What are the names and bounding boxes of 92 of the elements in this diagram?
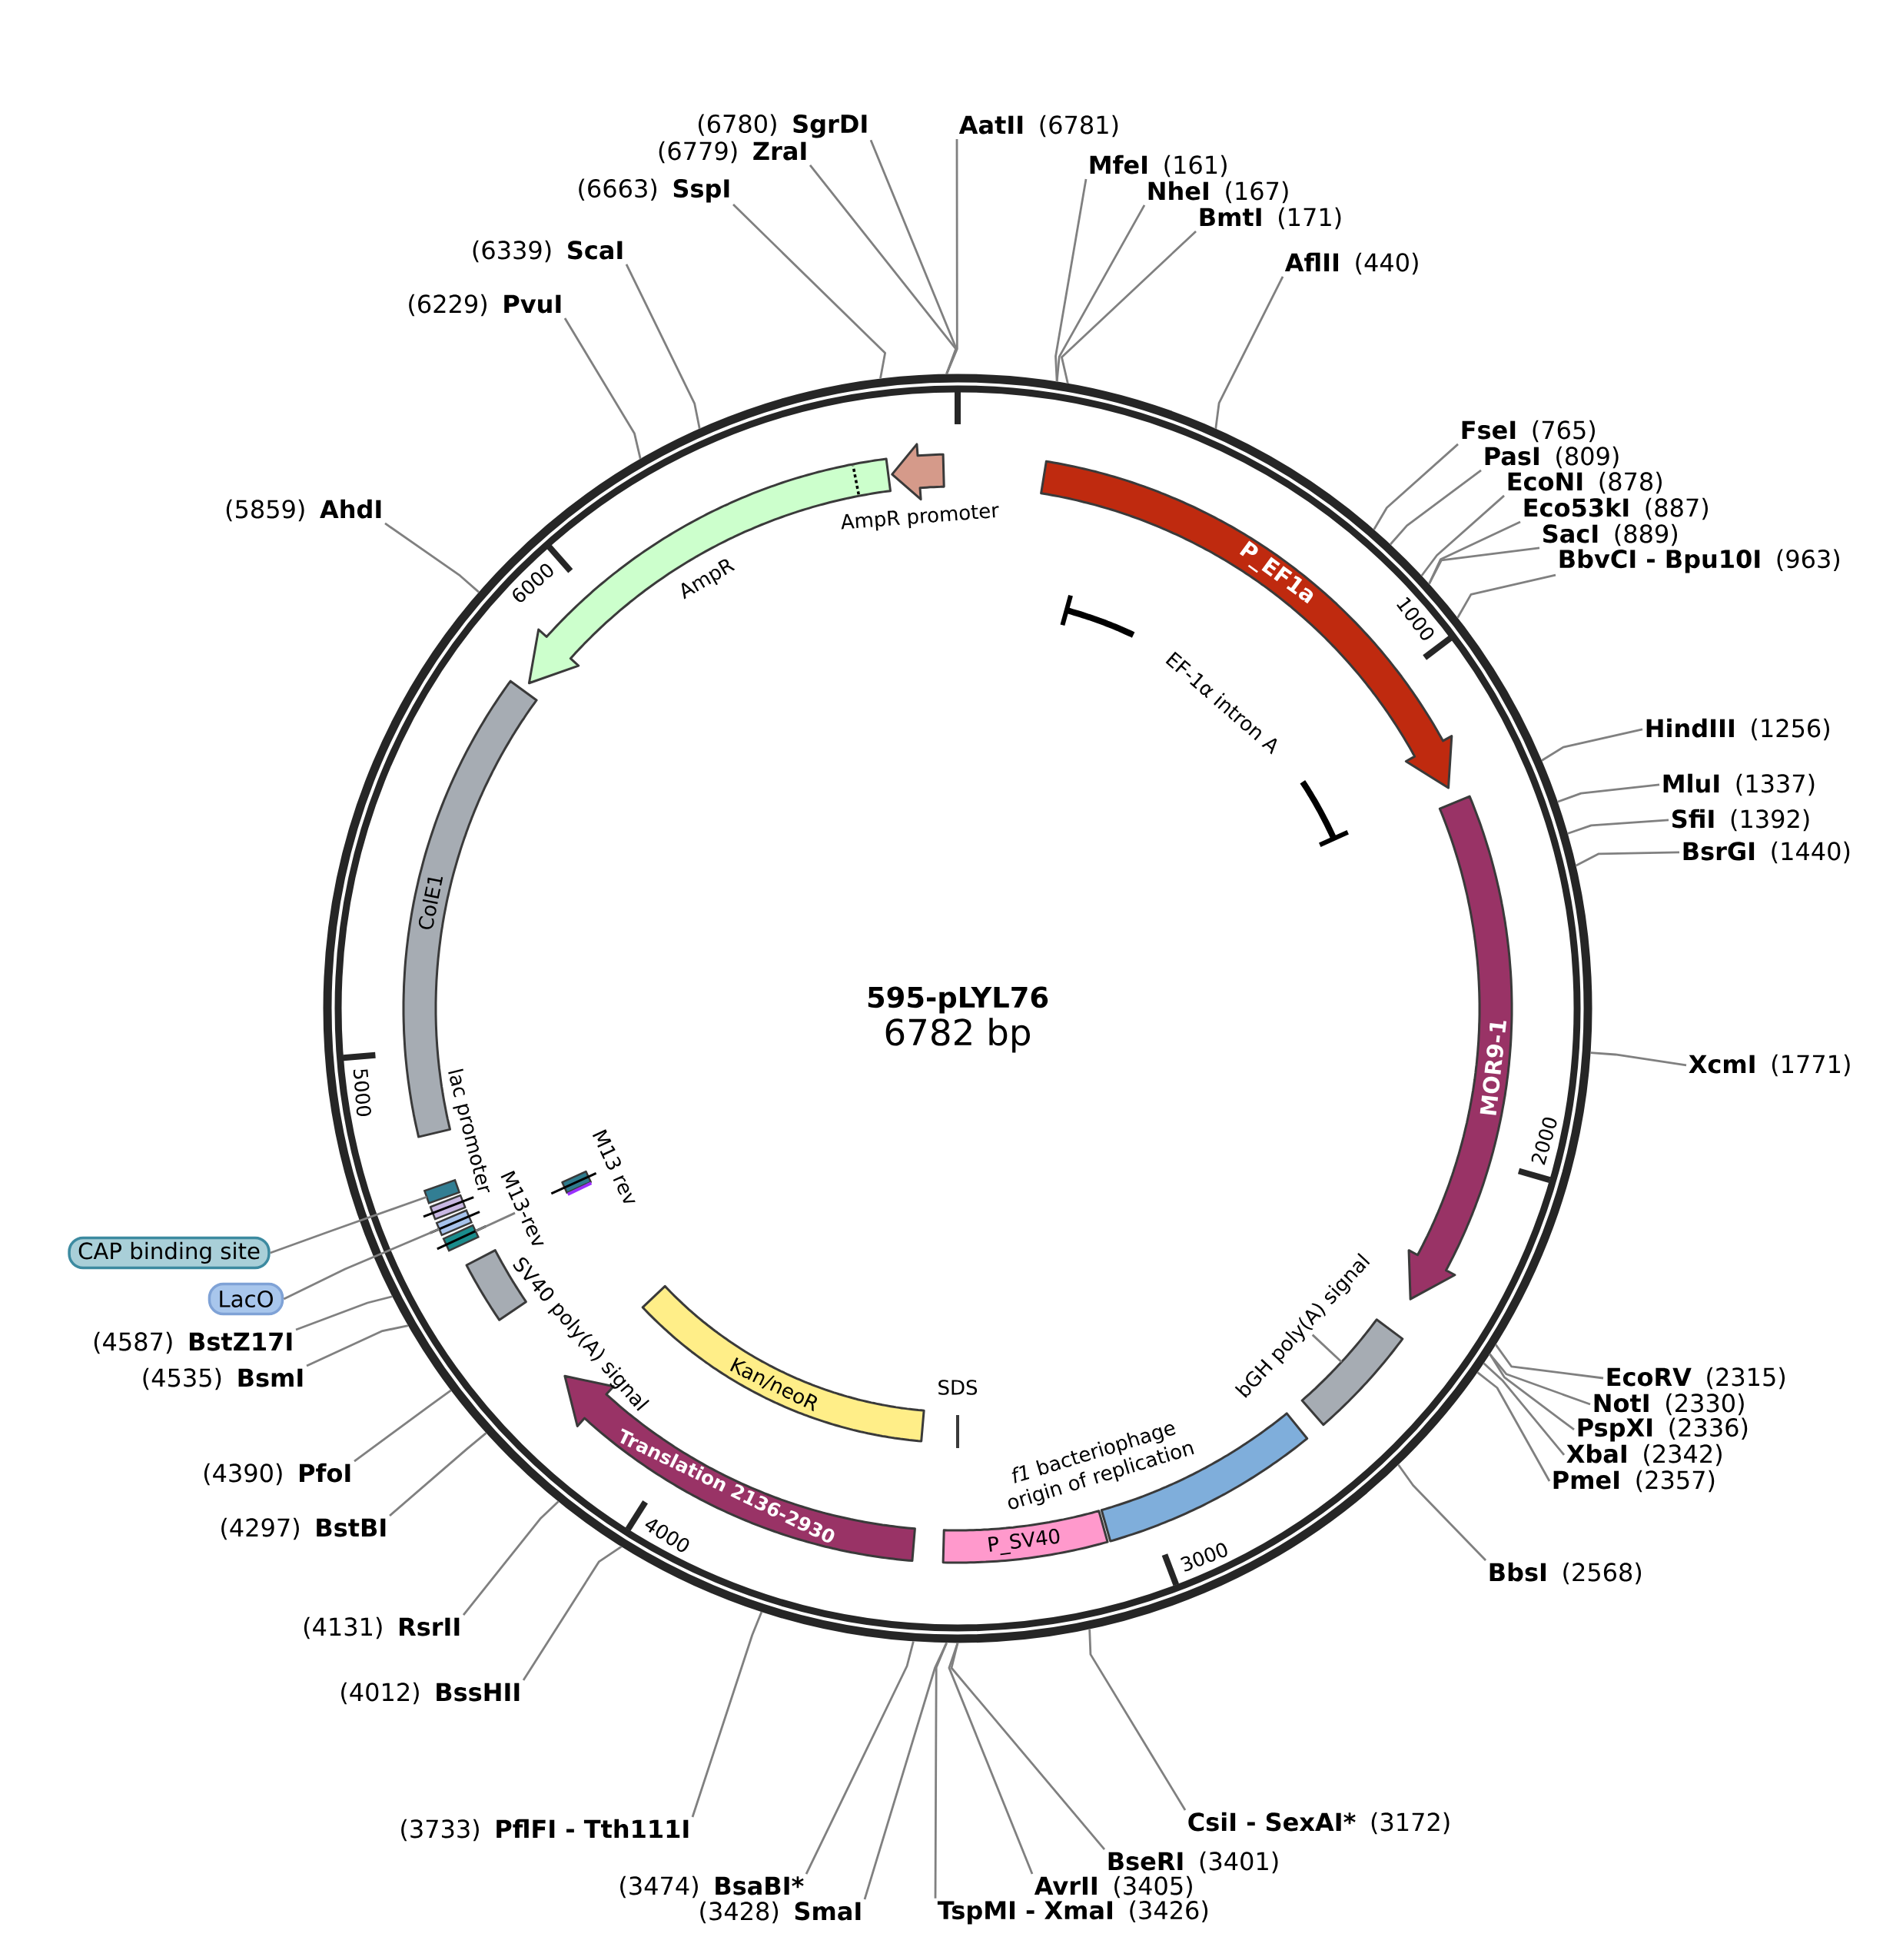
leader-line	[805, 1641, 915, 1875]
plasmid-length: 6782 bp	[885, 1018, 1030, 1053]
tick-label: 2000	[1531, 1117, 1557, 1165]
leader-line	[354, 1389, 452, 1463]
leader-line	[1476, 1371, 1551, 1482]
site-label: TspMI - XmaI (3426)	[937, 1900, 1208, 1925]
leader-line	[1420, 494, 1505, 576]
leader-line	[863, 1642, 948, 1900]
site-label: MluI (1337)	[1663, 773, 1815, 796]
site-label: (4012) BssHII	[341, 1682, 520, 1705]
site-label: (6229) PvuI	[409, 294, 561, 317]
site-label: SacI (889)	[1543, 523, 1677, 546]
leader-line	[1214, 276, 1284, 430]
leader-line	[1567, 819, 1669, 835]
site-label: (3733) PflFI - Tth111I	[401, 1819, 689, 1842]
leader-line	[1055, 204, 1146, 382]
leader-line	[732, 204, 886, 379]
feature-label: AmpR promoter	[841, 504, 999, 531]
site-label: BbsI (2568)	[1489, 1562, 1642, 1585]
leader-line	[295, 1295, 393, 1331]
leader-line	[948, 1643, 1034, 1875]
feature-label: M13 rev	[592, 1129, 636, 1203]
leader-line	[1494, 1344, 1604, 1380]
leader-line	[1311, 1334, 1343, 1363]
site-label: Eco53kI (887)	[1524, 497, 1708, 520]
site-label: XbaI (2342)	[1566, 1443, 1722, 1467]
leader-line	[625, 264, 701, 430]
leader-line	[1541, 728, 1643, 762]
leader-line	[283, 1227, 440, 1301]
leader-line	[1557, 783, 1660, 803]
leader-line	[1373, 443, 1459, 530]
site-label: MfeI (161)	[1090, 154, 1227, 178]
site-label: BmtI (171)	[1200, 207, 1341, 230]
leader-line	[1489, 1353, 1575, 1431]
site-label: NheI (167)	[1148, 181, 1288, 204]
feature-tag: CAP binding site	[68, 1236, 271, 1270]
leader-line	[384, 522, 480, 593]
leader-line	[306, 1324, 409, 1367]
site-label: (4587) BstZ17I	[94, 1331, 292, 1354]
site-label: CsiI - SexAI* (3172)	[1188, 1812, 1450, 1835]
feature-tag: LacO	[208, 1282, 284, 1316]
leader-line	[462, 1500, 560, 1616]
leader-line	[869, 139, 958, 375]
site-label: (6779) ZraI	[659, 141, 806, 164]
leader-line	[1397, 1463, 1487, 1561]
leader-line	[389, 1432, 487, 1517]
leader-line	[691, 1611, 763, 1818]
leader-line	[522, 1545, 623, 1681]
feature-box: P_SV40	[942, 1510, 1109, 1564]
site-label: NotI (2330)	[1594, 1393, 1744, 1416]
leader-line	[1428, 546, 1540, 585]
leader-line	[1061, 230, 1197, 384]
site-label: EcoRV (2315)	[1607, 1367, 1785, 1390]
plasmid-name: 595-pLYL76	[868, 986, 1048, 1014]
site-label: (6339) ScaI	[473, 240, 623, 263]
site-label: PspXI (2336)	[1578, 1417, 1748, 1442]
site-label: (3474) BsaBI*	[620, 1875, 804, 1899]
tick-label: 5000	[353, 1069, 371, 1116]
leader-line	[950, 1643, 1106, 1850]
site-label: (6780) SgrDI	[699, 114, 867, 138]
site-label: FseI (765)	[1462, 420, 1595, 443]
site-label: EcoNI (878)	[1508, 471, 1662, 494]
site-label: SfiI (1392)	[1672, 809, 1809, 832]
site-label: BbvCI - Bpu10I (963)	[1559, 549, 1839, 573]
site-label: (6663) SspI	[579, 178, 729, 203]
leader-line	[563, 317, 642, 460]
tick-label: 4000	[645, 1519, 689, 1552]
site-label: HindIII (1256)	[1646, 718, 1829, 741]
leader-line	[270, 1196, 427, 1254]
site-label: PasI (809)	[1485, 446, 1619, 469]
site-label: AatII (6781)	[958, 115, 1118, 138]
site-label: (3428) SmaI	[700, 1901, 861, 1924]
site-label: AflII (440)	[1284, 252, 1418, 275]
site-label: (5859) AhdI	[226, 499, 381, 522]
leader-line	[1456, 573, 1556, 619]
site-label: XcmI (1771)	[1689, 1054, 1850, 1077]
leader-line	[1088, 1629, 1187, 1811]
feature-label: SDS	[938, 1380, 978, 1395]
feature-block: MOR9-1	[1407, 795, 1513, 1301]
leader-line	[1575, 851, 1680, 867]
site-label: BsrGI (1440)	[1683, 841, 1850, 864]
leader-line	[1389, 469, 1482, 546]
site-label: (4131) RsrII	[304, 1616, 460, 1639]
site-label: (4297) BstBI	[221, 1517, 386, 1540]
site-label: PmeI (2357)	[1553, 1470, 1715, 1493]
leader-line	[475, 1211, 516, 1233]
site-label: BseRI (3401)	[1108, 1851, 1278, 1874]
leader-line	[1483, 1362, 1566, 1456]
leader-line	[1590, 1051, 1687, 1067]
site-label: (4390) PfoI	[204, 1463, 350, 1486]
site-label: AvrII (3405)	[1034, 1875, 1192, 1899]
site-label: (4535) BsmI	[143, 1367, 303, 1390]
